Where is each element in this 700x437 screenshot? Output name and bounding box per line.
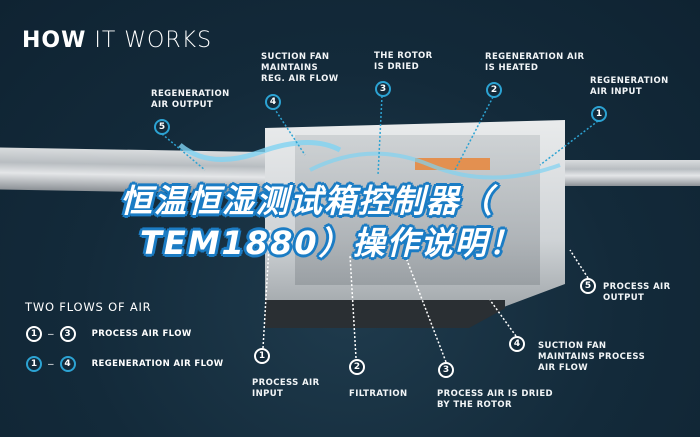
legend-to: 4 <box>59 356 76 372</box>
legend-title: TWO FLOWS OF AIR <box>25 300 152 314</box>
legend-to: 3 <box>59 326 76 342</box>
label-suction-fan-regen: SUCTION FAN MAINTAINS REG. AIR FLOW <box>261 52 339 84</box>
label-process-dried: PROCESS AIR IS DRIED BY THE ROTOR <box>437 389 553 410</box>
overlay-line-1: 恒温恒湿测试箱控制器（ <box>120 182 495 220</box>
legend-row-regeneration: 1 – 4 REGENERATION AIR FLOW <box>26 356 224 372</box>
page-title: HOW IT WORKS <box>22 28 213 53</box>
label-suction-fan-process: SUCTION FAN MAINTAINS PROCESS AIR FLOW <box>538 341 646 373</box>
step-3-process: 3 <box>438 362 454 378</box>
step-4-process: 4 <box>509 336 525 352</box>
legend-from: 1 <box>26 356 42 372</box>
step-1-process: 1 <box>254 348 270 364</box>
label-regen-heated: REGENERATION AIR IS HEATED <box>485 52 585 73</box>
process-duct-right <box>565 160 700 186</box>
legend-from: 1 <box>26 326 42 342</box>
label-process-output: PROCESS AIR OUTPUT <box>603 282 671 303</box>
step-4-regen: 4 <box>265 94 281 110</box>
overlay-line-2: TEM1880）操作说明！ <box>140 224 523 262</box>
step-1-regen: 1 <box>591 106 607 122</box>
label-regen-input: REGENERATION AIR INPUT <box>590 76 669 97</box>
legend-row-process: 1 – 3 PROCESS AIR FLOW <box>26 326 192 342</box>
legend-label: PROCESS AIR FLOW <box>91 329 192 339</box>
legend-label: REGENERATION AIR FLOW <box>91 359 224 369</box>
step-3-regen: 3 <box>375 81 391 97</box>
label-process-input: PROCESS AIR INPUT <box>252 378 320 399</box>
label-regen-air-output: REGENERATION AIR OUTPUT <box>151 89 230 110</box>
dash: – <box>48 328 54 340</box>
step-2-regen: 2 <box>486 82 502 98</box>
step-2-process: 2 <box>349 359 365 375</box>
step-5-regen: 5 <box>154 119 170 135</box>
dash: – <box>48 358 54 370</box>
label-rotor-dried: THE ROTOR IS DRIED <box>374 51 433 72</box>
label-filtration: FILTRATION <box>349 389 408 399</box>
unit-base <box>265 300 505 328</box>
step-5-process: 5 <box>580 278 596 294</box>
overlay-title: 恒温恒湿测试箱控制器（ TEM1880）操作说明！ <box>120 180 523 264</box>
